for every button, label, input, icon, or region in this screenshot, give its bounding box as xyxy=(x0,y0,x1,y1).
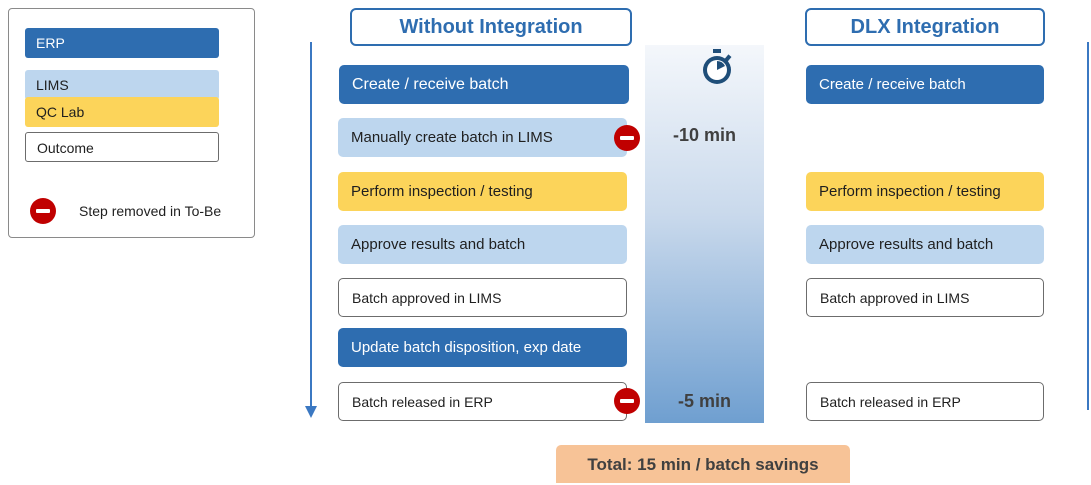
legend-item-lims: LIMS xyxy=(25,70,219,100)
stopwatch-icon xyxy=(703,49,732,84)
saving-label-1: -10 min xyxy=(672,125,737,145)
saving-label-2: -5 min xyxy=(677,391,731,411)
legend-item-outcome: Outcome xyxy=(25,132,219,162)
legend-item-erp: ERP xyxy=(25,28,219,58)
timeline-column xyxy=(645,45,764,423)
dlx-step-batch-released: Batch released in ERP xyxy=(806,382,1044,421)
legend: ERP LIMS QC Lab Outcome Step removed in … xyxy=(8,8,255,238)
without-step-update-disposition: Update batch disposition, exp date xyxy=(338,328,627,367)
without-step-approve: Approve results and batch xyxy=(338,225,627,264)
without-step-batch-approved: Batch approved in LIMS xyxy=(338,278,627,317)
without-step-create-batch: Create / receive batch xyxy=(339,65,629,104)
removed-step-minus-icon xyxy=(614,388,640,414)
dlx-step-inspection: Perform inspection / testing xyxy=(806,172,1044,211)
total-savings: Total: 15 min / batch savings xyxy=(556,445,850,483)
dlx-integration-header: DLX Integration xyxy=(805,8,1045,46)
without-step-inspection: Perform inspection / testing xyxy=(338,172,627,211)
dlx-step-create-batch: Create / receive batch xyxy=(806,65,1044,104)
legend-item-qc-lab: QC Lab xyxy=(25,97,219,127)
without-step-batch-released: Batch released in ERP xyxy=(338,382,627,421)
dlx-step-approve: Approve results and batch xyxy=(806,225,1044,264)
flow-arrow-line xyxy=(310,42,312,410)
removed-step-minus-icon xyxy=(614,125,640,151)
minus-icon xyxy=(30,198,56,224)
without-step-manual-lims: Manually create batch in LIMS xyxy=(338,118,627,157)
without-integration-header: Without Integration xyxy=(350,8,632,46)
flow-arrow-head xyxy=(305,406,317,418)
dlx-step-batch-approved: Batch approved in LIMS xyxy=(806,278,1044,317)
legend-removed-label: Step removed in To-Be xyxy=(79,203,222,219)
flow-arrow-line-right xyxy=(1087,42,1089,410)
